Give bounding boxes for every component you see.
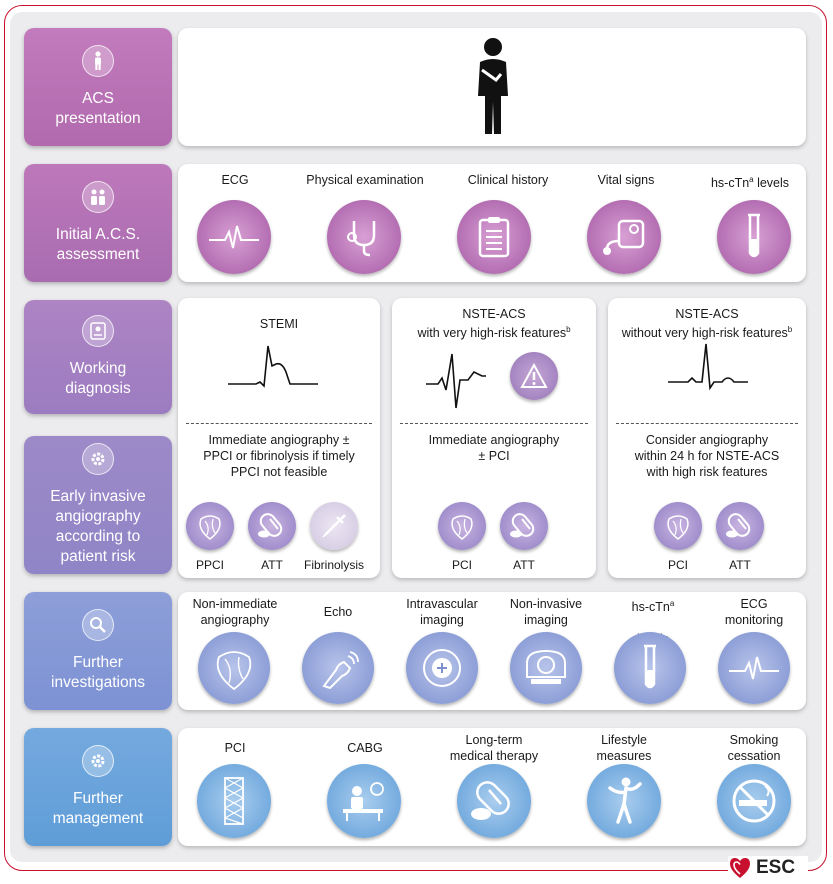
test-tube-icon bbox=[717, 200, 791, 274]
treatment-att: ATT bbox=[261, 558, 283, 572]
pill-icon bbox=[716, 502, 764, 550]
heart-vessels-icon bbox=[198, 632, 270, 704]
treatment-ppci: PPCI bbox=[195, 558, 224, 572]
ultrasound-probe-icon bbox=[302, 632, 374, 704]
no-smoking-icon bbox=[717, 764, 791, 838]
ecg-wave-icon bbox=[718, 632, 790, 704]
divider-nste-without bbox=[616, 423, 798, 424]
nste-very-high-ecg-trace bbox=[426, 353, 486, 409]
stemi-ecg-trace bbox=[228, 345, 318, 388]
nste-very-high-title: NSTE-ACS with very high-risk featuresb bbox=[417, 307, 571, 341]
initial-item-physical-exam: Physical examination bbox=[306, 173, 424, 187]
people-icon bbox=[82, 181, 114, 213]
blood-pressure-icon bbox=[587, 200, 661, 274]
nste-very-high-strategy: Immediate angiography ± PCI bbox=[428, 433, 560, 463]
treatment-att: ATT bbox=[513, 558, 535, 572]
magnifier-icon bbox=[82, 609, 114, 641]
treatment-att: ATT bbox=[729, 558, 751, 572]
esc-logo-text: ESC bbox=[756, 857, 796, 878]
scanner-icon bbox=[510, 632, 582, 704]
surgery-icon bbox=[327, 764, 401, 838]
warning-icon bbox=[510, 352, 558, 400]
initial-item-ecg: ECG bbox=[221, 173, 249, 187]
mgmt-item-smoking: Smoking cessation bbox=[727, 733, 781, 763]
label-early-invasive: Early invasive angiography according to … bbox=[24, 436, 172, 574]
treatment-pci: PCI bbox=[451, 558, 472, 572]
mgmt-item-medical-therapy: Long-term medical therapy bbox=[449, 733, 539, 763]
initial-item-history: Clinical history bbox=[467, 173, 549, 187]
mgmt-item-lifestyle: Lifestyle measures bbox=[596, 733, 652, 763]
nste-without-title: NSTE-ACS without very high-risk features… bbox=[621, 307, 793, 341]
label-working-diagnosis: Working diagnosis bbox=[24, 300, 172, 414]
clipboard-icon bbox=[457, 200, 531, 274]
gear-icon bbox=[82, 745, 114, 777]
inv-item-angiography: Non-immediate angiography bbox=[192, 597, 278, 627]
pill-icon bbox=[457, 764, 531, 838]
further-investigations-panel bbox=[178, 592, 806, 710]
mgmt-item-pci: PCI bbox=[224, 741, 246, 755]
patient-chest-pain-icon bbox=[478, 38, 508, 134]
divider-stemi bbox=[186, 423, 372, 424]
nste-without-panel bbox=[608, 298, 806, 578]
label-further-management: Further management bbox=[24, 728, 172, 846]
ivus-icon bbox=[406, 632, 478, 704]
pill-icon bbox=[500, 502, 548, 550]
stent-icon bbox=[197, 764, 271, 838]
treatment-fibrinolysis: Fibrinolysis bbox=[303, 558, 364, 572]
nste-without-ecg-trace bbox=[668, 343, 748, 391]
acs-presentation-panel bbox=[178, 28, 806, 146]
stemi-strategy: Immediate angiography ± PPCI or fibrinol… bbox=[203, 433, 355, 479]
nste-very-high-panel bbox=[392, 298, 596, 578]
stemi-title: STEMI bbox=[259, 317, 299, 331]
stethoscope-icon bbox=[327, 200, 401, 274]
label-acs-presentation: ACS presentation bbox=[24, 28, 172, 146]
person-icon bbox=[82, 45, 114, 77]
ecg-wave-icon bbox=[197, 200, 271, 274]
divider-nste-very-high bbox=[400, 423, 588, 424]
label-further-investigations: Further investigations bbox=[24, 592, 172, 710]
mgmt-item-cabg: CABG bbox=[347, 741, 383, 755]
inv-item-noninvasive: Non-invasive imaging bbox=[509, 597, 583, 627]
heart-logo-icon bbox=[730, 858, 750, 878]
treatment-pci: PCI bbox=[667, 558, 688, 572]
heart-vessels-icon bbox=[438, 502, 486, 550]
inv-item-intravascular: Intravascular imaging bbox=[406, 597, 478, 627]
heart-vessels-icon bbox=[654, 502, 702, 550]
syringe-icon bbox=[310, 502, 358, 550]
esc-logo: ESC bbox=[728, 856, 808, 880]
inv-item-echo: Echo bbox=[323, 605, 353, 619]
exercise-icon bbox=[587, 764, 661, 838]
id-card-icon bbox=[82, 315, 114, 347]
inv-item-ecg-monitoring: ECG monitoring bbox=[724, 597, 784, 627]
nste-without-strategy: Consider angiography within 24 h for NST… bbox=[634, 433, 780, 479]
label-initial-assessment: Initial A.C.S. assessment bbox=[24, 164, 172, 282]
pill-icon bbox=[248, 502, 296, 550]
initial-item-vitals: Vital signs bbox=[597, 173, 655, 187]
gear-icon bbox=[82, 443, 114, 475]
initial-item-hs-ctn: hs-cTna levels bbox=[710, 175, 790, 191]
heart-vessels-icon bbox=[186, 502, 234, 550]
test-tube-icon bbox=[614, 632, 686, 704]
